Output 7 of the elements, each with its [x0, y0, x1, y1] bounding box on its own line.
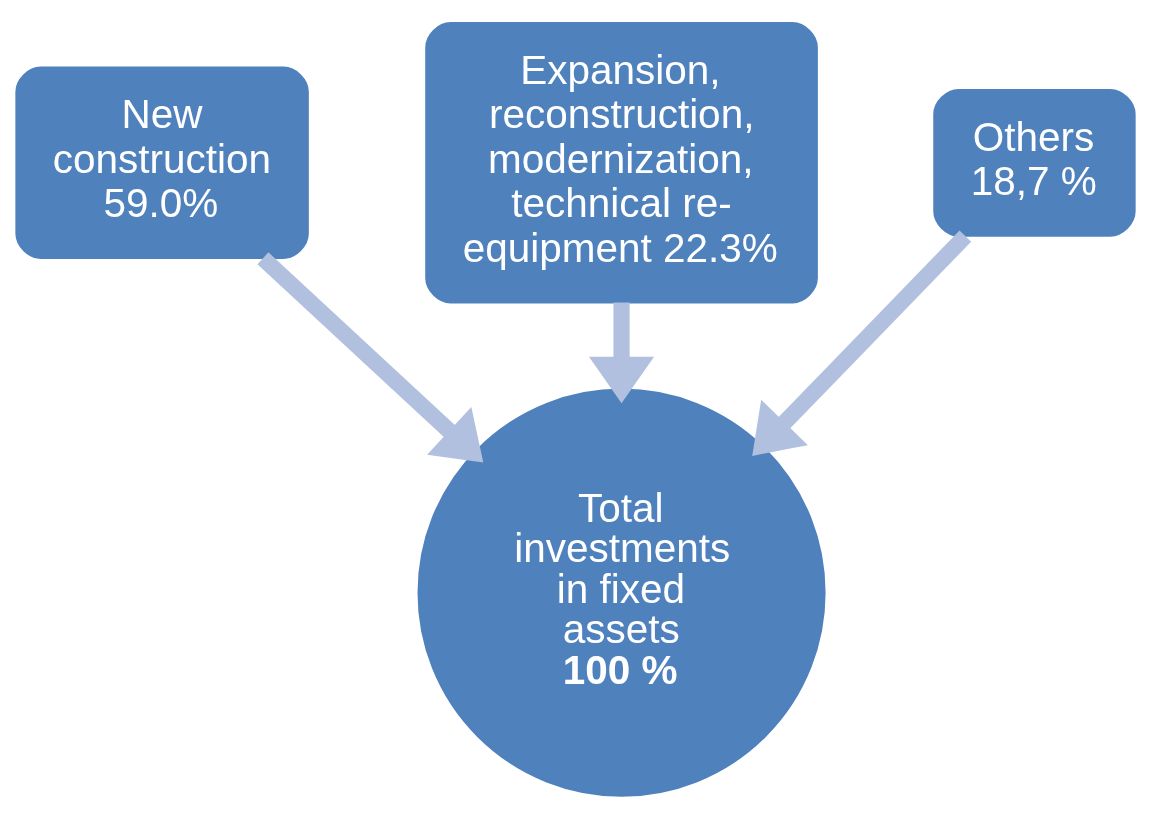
arrow: [257, 252, 484, 463]
node-box: New construction 59.0%: [15, 66, 309, 259]
node-box: Others 18,7 %: [933, 88, 1136, 237]
arrow: [589, 302, 655, 404]
arrow: [752, 230, 972, 456]
node-circle: Total investments in fixed assets 100 %: [417, 388, 826, 797]
node-box: Expansion, reconstruction, modernization, technical re-equipment 22.3%: [425, 22, 818, 304]
